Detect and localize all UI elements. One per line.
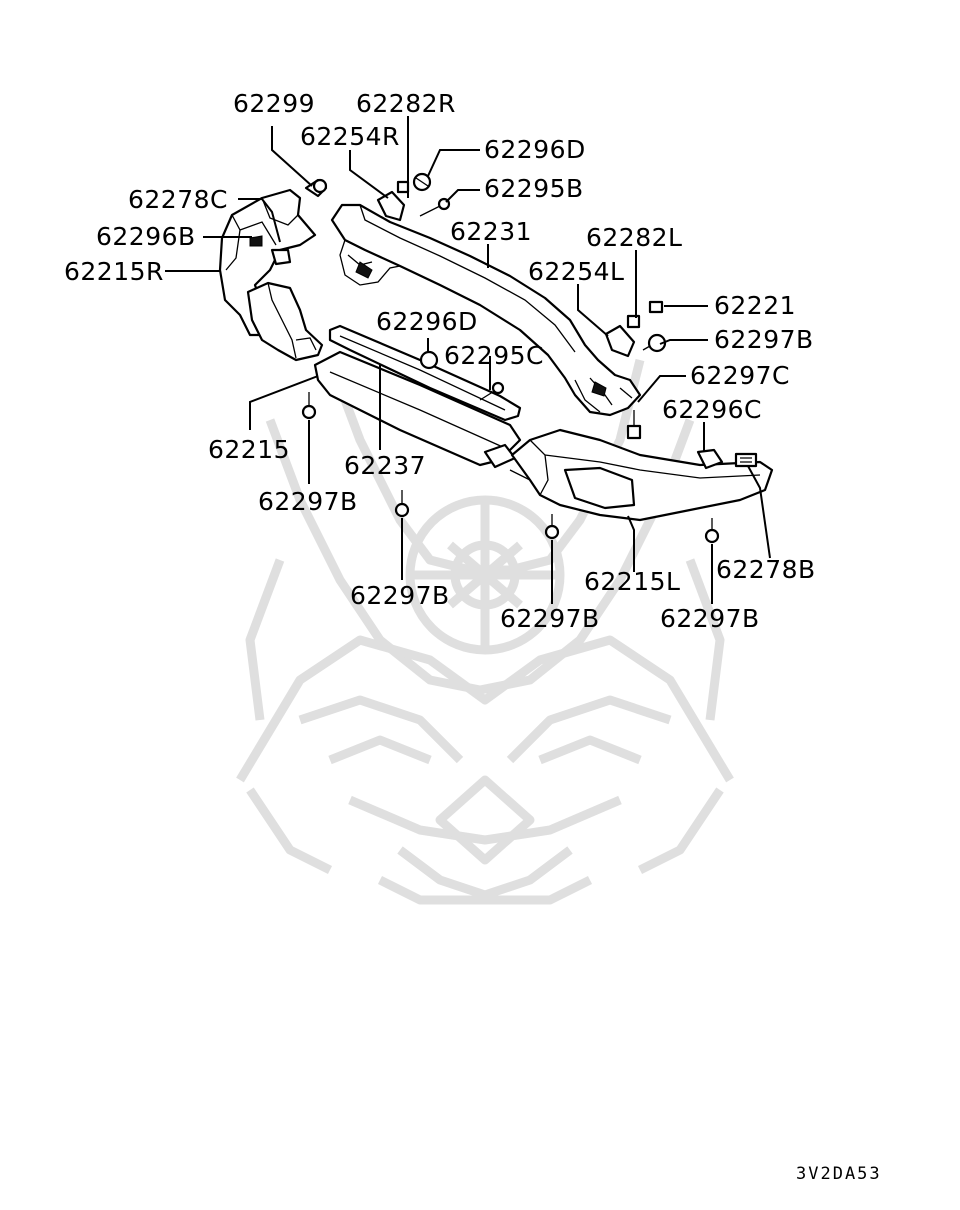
- callout-62297C: 62297C: [690, 361, 790, 390]
- callout-62221: 62221: [714, 291, 796, 320]
- part-62299: [304, 178, 328, 198]
- callout-62295B: 62295B: [484, 174, 584, 203]
- callout-62297B-bottom2: 62297B: [660, 604, 760, 633]
- part-62215: [313, 350, 522, 469]
- callout-62215L: 62215L: [584, 567, 680, 596]
- callout-62282L: 62282L: [586, 223, 682, 252]
- part-62296C: [696, 448, 724, 470]
- part-62215R: [218, 188, 317, 337]
- callout-62278C: 62278C: [128, 185, 228, 214]
- part-lower-bar-left-end: [246, 281, 324, 362]
- part-62295C: [479, 381, 505, 401]
- part-62254L: [604, 324, 636, 358]
- leader-lines: [165, 116, 771, 604]
- part-62278B: [734, 452, 758, 468]
- callout-62296C: 62296C: [662, 395, 762, 424]
- callout-62297B-center: 62297B: [350, 581, 450, 610]
- part-62221: [648, 300, 664, 314]
- part-62215L: [509, 428, 774, 522]
- part-62282R: [396, 180, 410, 194]
- callout-62215: 62215: [208, 435, 290, 464]
- diagram-code: 3V2DA53: [796, 1164, 882, 1184]
- callout-62278B: 62278B: [716, 555, 816, 584]
- callout-62297B-left: 62297B: [258, 487, 358, 516]
- callout-62282R: 62282R: [356, 89, 456, 118]
- bolt-62297B-bottom2: [704, 518, 720, 544]
- part-62254R: [376, 190, 406, 222]
- callout-62237: 62237: [344, 451, 426, 480]
- part-62296D-mid: [419, 350, 439, 370]
- bolt-62297B-bottom1: [544, 514, 560, 540]
- callout-62296B: 62296B: [96, 222, 196, 251]
- part-62237: [328, 324, 522, 422]
- part-62296D-top: [412, 172, 432, 192]
- callout-62299: 62299: [233, 89, 315, 118]
- callout-62297B-right: 62297B: [714, 325, 814, 354]
- bolt-62297B-left: [301, 392, 317, 420]
- callout-62254R: 62254R: [300, 122, 400, 151]
- callout-labels: 62299 62282R 62254R 62296D 62295B 62278C…: [64, 89, 816, 633]
- callout-62295C: 62295C: [444, 341, 544, 370]
- callout-62215R: 62215R: [64, 257, 164, 286]
- callout-62297B-bottom1: 62297B: [500, 604, 600, 633]
- callout-62296D-mid: 62296D: [376, 307, 478, 336]
- callout-62254L: 62254L: [528, 257, 624, 286]
- part-62282L: [626, 314, 641, 329]
- callout-62296D-top: 62296D: [484, 135, 586, 164]
- part-62297C: [626, 410, 642, 440]
- bolt-62297B-center: [394, 490, 410, 518]
- watermark-logo: [236, 358, 734, 905]
- part-62231: [330, 203, 642, 417]
- part-62295B: [419, 197, 451, 217]
- callout-62231: 62231: [450, 217, 532, 246]
